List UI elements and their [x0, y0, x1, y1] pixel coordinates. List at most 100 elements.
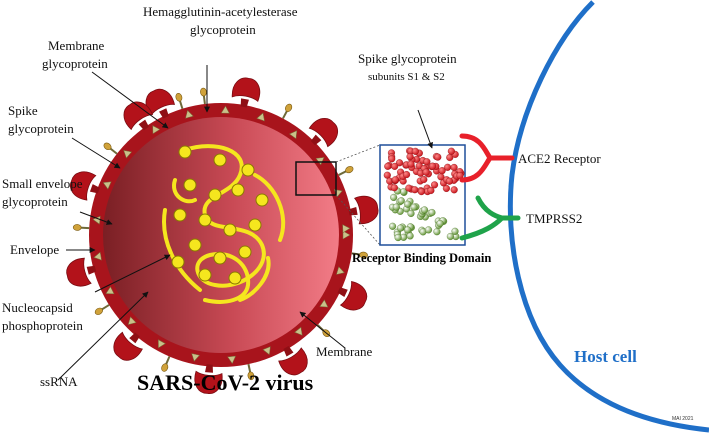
spike-subunit-s2-ball — [410, 203, 418, 211]
envelope-protein — [158, 339, 166, 349]
spike-protein — [70, 171, 100, 201]
spike-subunit-s2-ball — [396, 224, 405, 232]
spike-protein — [278, 346, 308, 376]
spike-subunit-s1-ball — [442, 184, 450, 192]
spike-protein — [348, 195, 379, 225]
nucleocapsid-bead — [171, 255, 185, 269]
spike-subunit-s1-ball — [420, 175, 428, 184]
label-tmprss2: TMPRSS2 — [526, 211, 582, 226]
spike-subunit-s1-ball — [422, 168, 430, 176]
envelope-protein — [127, 316, 137, 325]
envelope-protein — [185, 109, 194, 119]
envelope-protein — [102, 181, 112, 190]
virus-title: SARS-CoV-2 virus — [137, 370, 314, 395]
label-nucleocapsid: Nucleocapsid phosphoprotein — [2, 300, 83, 333]
glycoprotein-head — [161, 363, 169, 372]
envelope-protein — [152, 125, 161, 135]
envelope-protein — [220, 105, 230, 114]
spike-subunit-s1-ball — [445, 177, 453, 185]
spike-subunit-s2-ball — [446, 232, 454, 241]
nucleocapsid-bead — [183, 178, 197, 192]
tmprss2-shape — [459, 195, 521, 241]
glycoprotein-head — [345, 166, 354, 174]
spike-subunit-s2-ball — [389, 222, 397, 230]
ssrna-strand — [162, 144, 286, 304]
nucleocapsid-bead — [228, 271, 242, 285]
envelope-protein — [105, 286, 115, 295]
spike-subunit-s1-ball — [417, 188, 425, 196]
spike-subunit-s2-ball — [424, 226, 433, 234]
nucleocapsid-bead — [231, 183, 245, 197]
nucleocapsid-bead — [173, 208, 187, 222]
spike-subunit-s1-ball — [391, 162, 399, 170]
nucleocapsid-bead — [241, 163, 255, 177]
spike-subunit-s1-ball — [447, 147, 455, 155]
spike-subunit-s2-ball — [436, 219, 444, 228]
spike-subunit-s2-ball — [404, 226, 412, 234]
label-receptor-binding-domain: Receptor Binding Domain — [352, 251, 491, 265]
spike-callout-box — [295, 161, 337, 196]
spike-subunit-s1-ball — [430, 181, 439, 189]
ace2-receptor-shape — [459, 133, 515, 183]
spike-subunit-s2-ball — [397, 197, 405, 205]
nucleocapsid-bead — [178, 145, 192, 159]
spike-protein — [123, 101, 154, 131]
glycoprotein-head — [72, 224, 82, 231]
spike-subunit-s2-ball — [428, 208, 436, 217]
spike-subunit-s1-ball — [403, 171, 411, 179]
envelope-protein — [319, 299, 329, 308]
glycoprotein-head — [359, 251, 368, 259]
envelope-protein — [93, 251, 102, 261]
envelope-protein — [342, 230, 351, 240]
callout-line-bottom — [335, 194, 381, 246]
callout-line-top — [335, 144, 381, 163]
nucleocapsid-bead — [248, 218, 262, 232]
label-ssrna: ssRNA — [40, 374, 78, 389]
spike-subunit-s1-ball — [429, 162, 437, 170]
credit: MAI 2021 — [672, 416, 694, 422]
label-membrane-glycoprotein: Membrane glycoprotein — [42, 38, 108, 71]
spike-subunit-s1-ball — [427, 186, 435, 195]
spike-subunit-s1-ball — [406, 153, 414, 161]
label-envelope: Envelope — [10, 242, 59, 257]
label-membrane: Membrane — [316, 344, 373, 359]
spike-subunit-s2-ball — [433, 228, 441, 236]
spike-subunit-s1-ball — [411, 186, 419, 194]
envelope-protein — [294, 326, 303, 336]
spike-subunit-s2-ball — [406, 232, 414, 240]
spike-subunit-s2-ball — [420, 206, 429, 214]
spike-subunit-s2-ball — [404, 200, 412, 208]
spike-subunit-s1-ball — [444, 163, 452, 171]
nucleocapsid-bead — [223, 223, 237, 237]
spike-subunit-s2-ball — [390, 193, 398, 201]
envelope-protein — [262, 346, 271, 356]
spike-subunit-s1-ball — [434, 153, 442, 161]
spike-protein — [194, 364, 223, 394]
nucleocapsid-bead — [213, 251, 227, 265]
nucleocapsid-bead — [238, 245, 252, 259]
spike-protein — [308, 118, 338, 148]
spike-subunit-s1-ball — [423, 158, 431, 166]
spike-subunit-s2-ball — [392, 203, 400, 211]
spike-protein — [337, 281, 368, 311]
spike-subunit-s1-ball — [395, 159, 404, 167]
spike-subunit-s1-ball — [450, 186, 458, 194]
envelope-protein — [227, 355, 237, 364]
spike-subunit-s1-ball — [407, 160, 415, 168]
nucleocapsid-bead — [213, 153, 227, 167]
envelope-protein — [289, 130, 298, 140]
spike-subunit-s1-ball — [405, 184, 413, 192]
glycoprotein-head — [247, 371, 255, 381]
spike-subunit-s2-ball — [451, 227, 459, 235]
glycoprotein-head — [200, 87, 207, 97]
spike-subunit-s1-ball — [450, 163, 458, 172]
spike-protein — [145, 88, 175, 119]
envelope-protein — [256, 112, 265, 122]
spike-subunit-s1-ball — [384, 162, 392, 170]
label-spike-subunits-line1: Spike glycoprotein — [358, 51, 457, 66]
glycoprotein-head — [175, 93, 183, 102]
nucleocapsid-bead — [255, 193, 269, 207]
label-small-envelope: Small envelope glycoprotein — [2, 176, 86, 209]
envelope-protein — [123, 150, 133, 159]
